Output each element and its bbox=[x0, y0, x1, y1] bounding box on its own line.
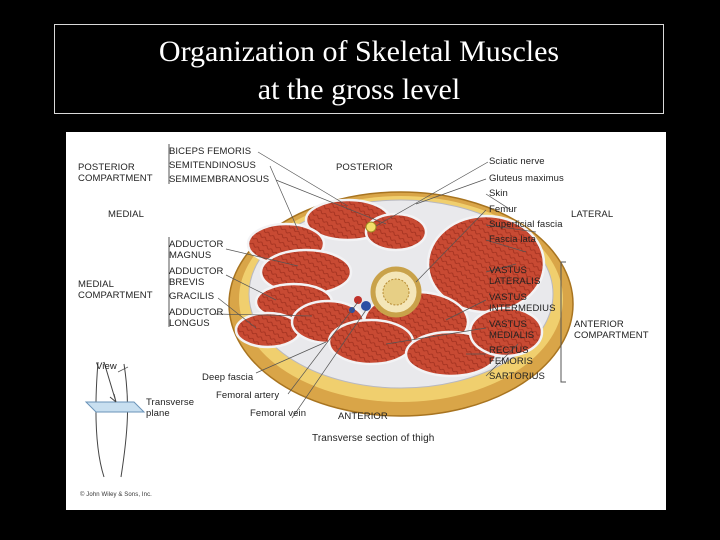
thigh-cross-section-figure: BICEPS FEMORIS SEMITENDINOSUS SEMIMEMBRA… bbox=[66, 132, 666, 510]
label-rectus-femoris: RECTUS FEMORIS bbox=[489, 345, 533, 367]
label-gluteus-maximus: Gluteus maximus bbox=[489, 173, 564, 184]
figure-caption: Transverse section of thigh bbox=[312, 433, 435, 444]
label-skin: Skin bbox=[489, 188, 508, 199]
label-posterior: POSTERIOR bbox=[336, 162, 393, 173]
label-sciatic-nerve: Sciatic nerve bbox=[489, 156, 545, 167]
label-vastus-medialis: VASTUS MEDIALIS bbox=[489, 319, 535, 341]
label-semitendinosus: SEMITENDINOSUS bbox=[169, 160, 256, 171]
label-vastus-lateralis: VASTUS LATERALIS bbox=[489, 265, 541, 287]
label-sartorius: SARTORIUS bbox=[489, 371, 545, 382]
title-line-2: at the gross level bbox=[257, 73, 461, 106]
femoral-vein-shape bbox=[361, 301, 371, 311]
label-adductor-brevis: ADDUCTOR BREVIS bbox=[169, 266, 224, 288]
label-femoral-artery: Femoral artery bbox=[216, 390, 280, 401]
label-adductor-magnus: ADDUCTOR MAGNUS bbox=[169, 239, 224, 261]
label-medial: MEDIAL bbox=[108, 209, 144, 220]
label-lateral: LATERAL bbox=[571, 209, 614, 220]
label-transverse-plane: Transverse plane bbox=[146, 397, 195, 419]
sciatic-nerve-shape bbox=[365, 221, 377, 233]
label-deep-fascia: Deep fascia bbox=[202, 372, 254, 383]
label-adductor-longus: ADDUCTOR LONGUS bbox=[169, 307, 224, 329]
slide-title: Organization of Skeletal Muscles at the … bbox=[54, 24, 664, 114]
leg-view-icon bbox=[84, 361, 146, 478]
label-anterior: ANTERIOR bbox=[338, 411, 388, 422]
label-biceps-femoris: BICEPS FEMORIS bbox=[169, 146, 252, 157]
label-fascia-lata: Fascia lata bbox=[489, 234, 537, 245]
title-line-1: Organization of Skeletal Muscles bbox=[158, 35, 560, 68]
label-posterior-compartment: POSTERIOR COMPARTMENT bbox=[78, 162, 153, 184]
label-femur: Femur bbox=[489, 204, 517, 215]
label-gracilis: GRACILIS bbox=[169, 291, 215, 302]
label-medial-compartment: MEDIAL COMPARTMENT bbox=[78, 279, 153, 301]
label-semimembranosus: SEMIMEMBRANOSUS bbox=[169, 174, 270, 185]
label-vastus-intermedius: VASTUS INTERMEDIUS bbox=[489, 292, 556, 314]
femoral-artery-shape bbox=[354, 296, 362, 304]
label-view: View bbox=[96, 361, 117, 372]
gracilis-muscle bbox=[234, 311, 302, 349]
copyright-notice: © John Wiley & Sons, Inc. bbox=[80, 492, 152, 498]
thigh-section-illustration bbox=[84, 144, 574, 478]
label-superficial-fascia: Superficial fascia bbox=[489, 219, 563, 230]
label-femoral-vein: Femoral vein bbox=[250, 408, 307, 419]
label-anterior-compartment: ANTERIOR COMPARTMENT bbox=[574, 319, 649, 341]
